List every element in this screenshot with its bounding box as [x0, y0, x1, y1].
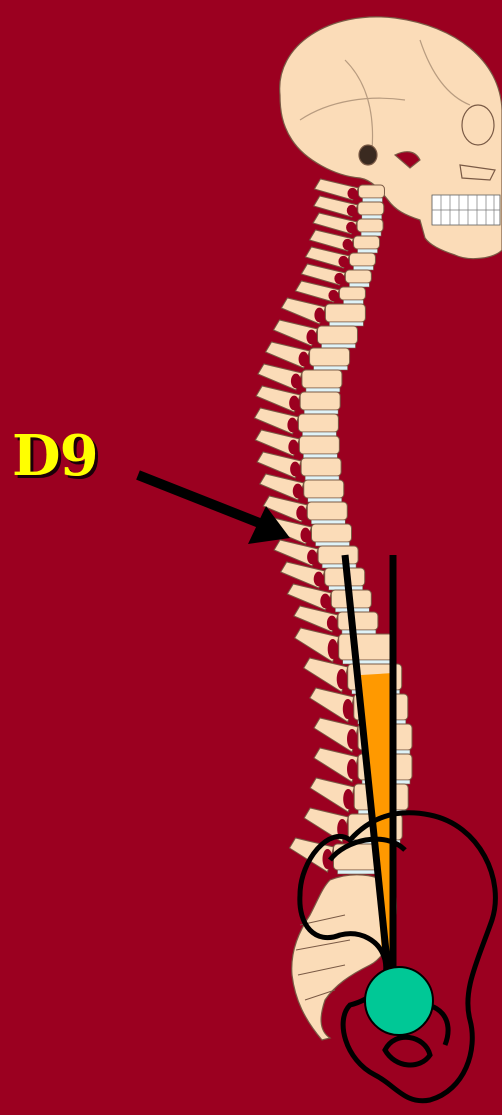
intervertebral-foramen — [346, 222, 356, 233]
intervertebral-disc — [329, 322, 363, 326]
intervertebral-disc — [306, 388, 340, 392]
vertebral-body — [345, 270, 371, 283]
intervertebral-foramen — [289, 396, 299, 411]
intervertebral-foramen — [343, 699, 353, 719]
vertebral-body — [339, 287, 365, 300]
intervertebral-disc — [305, 476, 339, 480]
intervertebral-foramen — [290, 462, 300, 477]
vertebral-body — [318, 546, 358, 564]
vertebral-body — [357, 219, 383, 232]
intervertebral-disc — [343, 660, 391, 664]
intervertebral-disc — [303, 454, 337, 458]
intervertebral-foramen — [299, 352, 309, 367]
intervertebral-foramen — [320, 594, 330, 609]
vertebra-label: D9 — [12, 428, 98, 484]
intervertebral-disc — [314, 366, 348, 370]
intervertebral-foramen — [288, 440, 298, 455]
vertebral-body — [338, 612, 378, 630]
vertebral-body — [325, 304, 365, 322]
vertebral-body — [358, 185, 384, 198]
intervertebral-foramen — [293, 484, 303, 499]
intervertebral-foramen — [347, 188, 357, 199]
intervertebral-disc — [322, 564, 356, 568]
vertebral-body — [299, 436, 339, 454]
vertebral-body — [298, 414, 338, 432]
intervertebral-foramen — [327, 616, 337, 631]
intervertebral-foramen — [287, 418, 297, 433]
vertebral-body — [349, 253, 375, 266]
intervertebral-disc — [342, 630, 376, 634]
intervertebral-foramen — [328, 290, 338, 301]
vertebral-body — [354, 236, 380, 249]
vertebral-body — [358, 202, 384, 215]
intervertebral-disc — [362, 215, 382, 219]
intervertebral-disc — [304, 410, 338, 414]
intervertebral-disc — [353, 266, 373, 270]
intervertebral-foramen — [291, 374, 301, 389]
vertebral-body — [300, 392, 340, 410]
intervertebral-foramen — [343, 239, 353, 250]
intervertebral-foramen — [296, 506, 306, 521]
intervertebral-disc — [343, 300, 363, 304]
vertebral-body — [304, 480, 344, 498]
intervertebral-foramen — [347, 205, 357, 216]
vertebral-body — [302, 370, 342, 388]
pivot-circle-icon — [365, 967, 433, 1035]
intervertebral-foramen — [314, 572, 324, 587]
intervertebral-foramen — [334, 273, 344, 284]
vertebral-body — [317, 326, 357, 344]
vertebral-body — [301, 458, 341, 476]
intervertebral-foramen — [337, 669, 347, 689]
intervertebral-foramen — [328, 639, 338, 659]
intervertebral-foramen — [343, 789, 353, 809]
intervertebral-disc — [362, 198, 382, 202]
intervertebral-disc — [349, 283, 369, 287]
intervertebral-foramen — [338, 256, 348, 267]
vertebral-body — [339, 634, 393, 660]
intervertebral-disc — [316, 542, 350, 546]
vertebral-body — [312, 524, 352, 542]
intervertebral-disc — [308, 498, 342, 502]
intervertebral-disc — [302, 432, 336, 436]
intervertebral-disc — [358, 249, 378, 253]
intervertebral-foramen — [301, 528, 311, 543]
intervertebral-disc — [311, 520, 345, 524]
intervertebral-foramen — [314, 308, 324, 323]
vertebral-body — [310, 348, 350, 366]
intervertebral-foramen — [347, 729, 357, 749]
intervertebral-foramen — [347, 759, 357, 779]
intervertebral-foramen — [306, 330, 316, 345]
intervertebral-foramen — [307, 550, 317, 565]
intervertebral-disc — [321, 344, 355, 348]
intervertebral-disc — [361, 232, 381, 236]
vertebral-body — [307, 502, 347, 520]
